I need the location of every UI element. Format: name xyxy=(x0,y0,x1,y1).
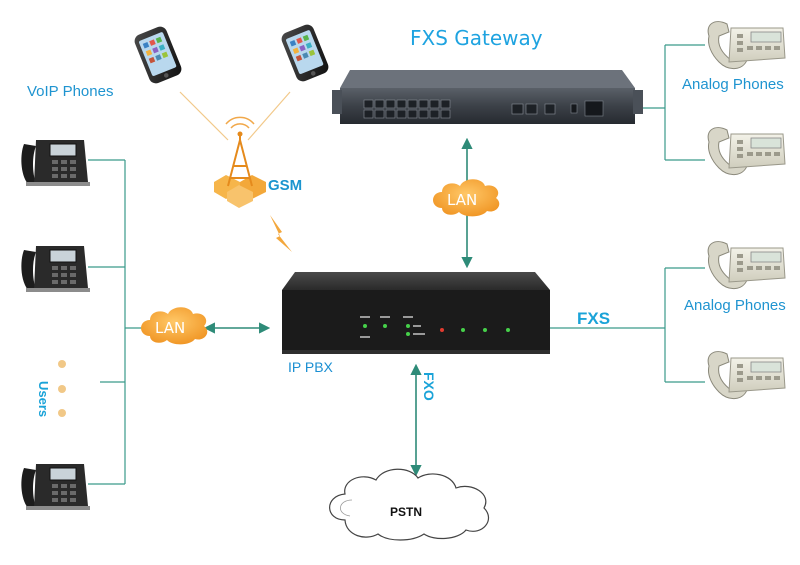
mobile-phone-icon xyxy=(134,26,182,84)
fxs-gateway-device xyxy=(332,70,643,124)
ip-pbx-device xyxy=(282,272,550,354)
analog-phones-top-label: Analog Phones xyxy=(682,76,784,93)
gsm-label: GSM xyxy=(268,177,303,194)
users-label: Users xyxy=(36,381,51,418)
lan-left-cloud xyxy=(141,307,208,345)
analog-phone-icon xyxy=(707,127,786,175)
lan-left-label: LAN xyxy=(155,319,186,337)
right-top-bus-lines xyxy=(638,44,705,161)
mobile-phone-icon xyxy=(281,24,329,82)
users-dots xyxy=(58,360,66,417)
voip-phones-label: VoIP Phones xyxy=(27,83,114,100)
pstn-cloud xyxy=(329,468,490,541)
voip-phone-icon xyxy=(21,246,90,292)
analog-phone-icon xyxy=(707,351,786,399)
analog-phones-bottom-label: Analog Phones xyxy=(684,297,786,314)
diagram-title: FXS Gateway xyxy=(410,26,543,50)
fxs-label: FXS xyxy=(577,309,611,328)
gsm-signal-rays xyxy=(179,91,291,141)
analog-phone-icon xyxy=(707,21,786,69)
voip-phone-icon xyxy=(21,464,90,510)
right-bottom-bus-lines xyxy=(550,267,705,383)
left-bus-lines xyxy=(88,159,142,485)
pstn-label: PSTN xyxy=(390,505,423,519)
analog-phone-icon xyxy=(707,241,786,289)
gsm-lightning-icon xyxy=(270,215,292,252)
gsm-tower-icon xyxy=(214,116,266,208)
fxo-label: FXO xyxy=(421,372,437,401)
lan-top-label: LAN xyxy=(447,191,478,209)
lan-top-cloud xyxy=(433,179,500,217)
ip-pbx-label: IP PBX xyxy=(288,359,333,375)
voip-phone-icon xyxy=(21,140,90,186)
